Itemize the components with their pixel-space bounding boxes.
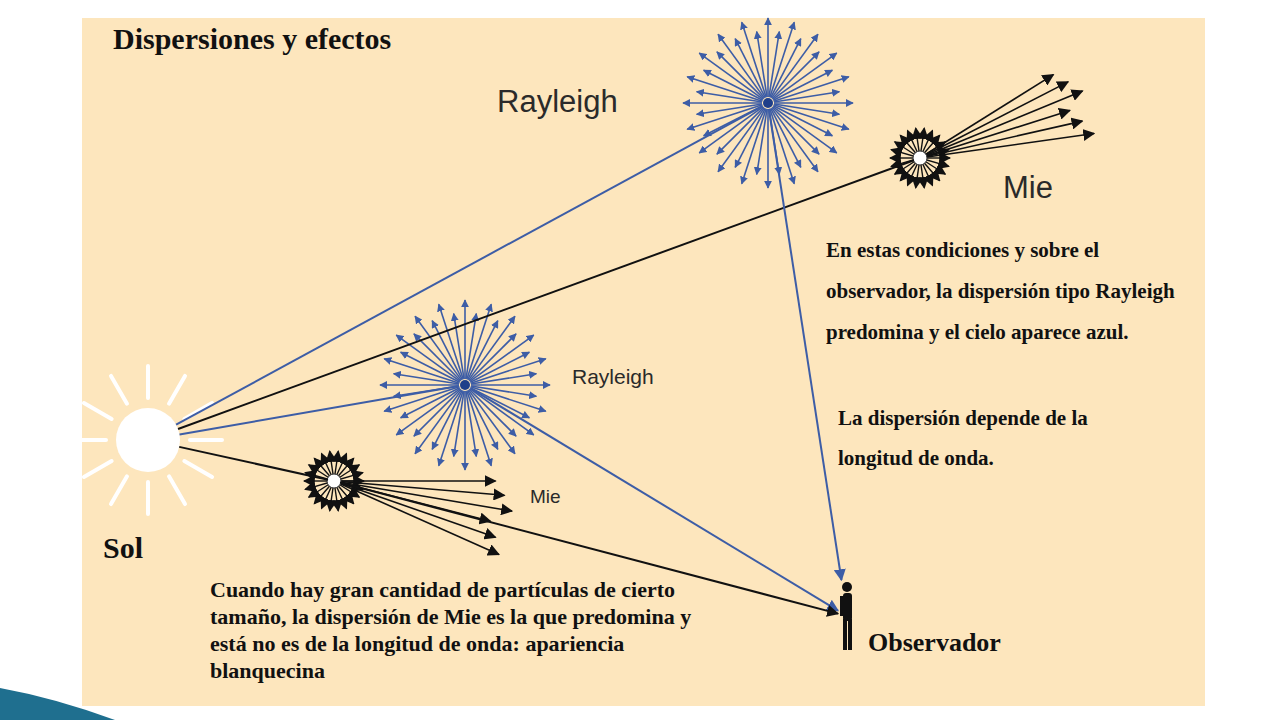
sun: Sol — [116, 408, 180, 472]
light-ray — [179, 447, 328, 480]
rayleigh-scatter: Rayleigh — [459, 379, 471, 391]
light-ray — [769, 109, 842, 580]
rayleigh-scatter: Rayleigh — [762, 97, 774, 109]
node-label: Sol — [103, 533, 143, 563]
light-ray — [176, 106, 762, 424]
mie-scatter: Mie — [328, 475, 340, 487]
note-text: La dispersión depende de la longitud de … — [838, 398, 1138, 478]
corner-swoosh — [0, 688, 115, 720]
sun-disc — [116, 408, 180, 472]
title: Dispersiones y efectos — [113, 22, 391, 56]
light-ray — [178, 160, 914, 429]
node-label: Rayleigh — [497, 86, 618, 117]
node-label: Observador — [868, 630, 1001, 656]
note-text: Cuando hay gran cantidad de partículas d… — [210, 576, 710, 684]
mie-scatter: Mie — [914, 152, 926, 164]
panel — [82, 18, 1205, 706]
sun-rays — [74, 366, 222, 514]
node-label: Mie — [1003, 172, 1053, 203]
node-label: Rayleigh — [572, 366, 654, 387]
observer-figure — [840, 582, 852, 650]
note-text: En estas condiciones y sobre el observad… — [826, 230, 1204, 353]
observer: Observador — [838, 580, 856, 652]
node-label: Mie — [530, 487, 561, 506]
light-ray — [180, 386, 459, 434]
